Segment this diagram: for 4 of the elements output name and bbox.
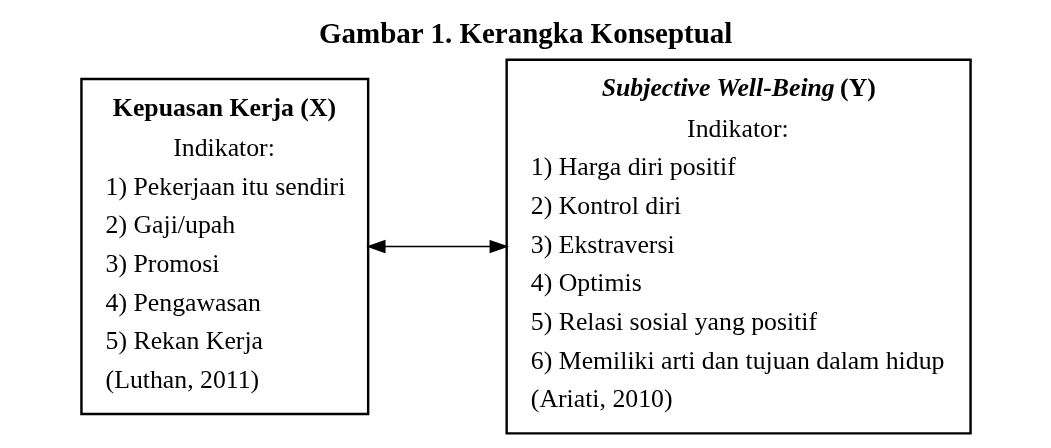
node-box: Kepuasan Kerja (X) Indikator: 1) Pekerjaan itu sendiri 2) Gaji/upah 3) Promosi 4) Pengawasan 5) Rekan Kerja (Luthan, 2011)	[79, 77, 369, 416]
node-box: Subjective Well-Being (Y) Indikator: 1) Harga diri positif 2) Kontrol diri 3) Ekstraversi 4) Optimis 5) Relasi sosial yang positif 6) Memiliki arti dan tujuan dalam hidup (Ariati, 2010)	[504, 58, 972, 435]
diagram-title: Gambar 1. Kerangka Konseptual	[318, 16, 732, 49]
arrow	[365, 239, 509, 254]
